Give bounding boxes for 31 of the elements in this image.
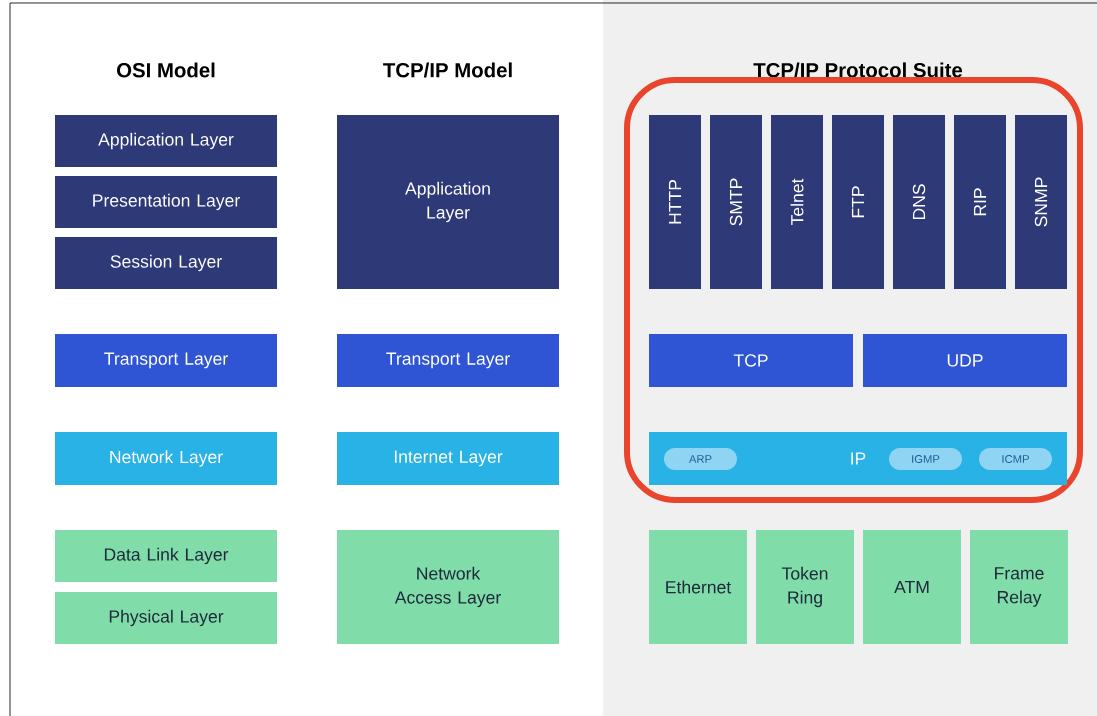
- protocol-box: SMTP: [710, 115, 762, 289]
- layer-box: Application Layer: [55, 115, 277, 167]
- protocol-box: HTTP: [649, 115, 701, 289]
- layer-box: Transport Layer: [55, 334, 277, 387]
- protocol-box: DNS: [893, 115, 945, 289]
- layer-box: Internet Layer: [337, 432, 559, 485]
- layer-box: Presentation Layer: [55, 176, 277, 228]
- layer-box: Frame Relay: [970, 530, 1068, 644]
- layer-box: Network Layer: [55, 432, 277, 485]
- highlight-outline: [624, 77, 1083, 503]
- protocol-box: Telnet: [771, 115, 823, 289]
- protocol-pill: IGMP: [889, 448, 962, 470]
- layer-box: Application Layer: [337, 115, 559, 289]
- protocol-pill: ARP: [664, 448, 737, 470]
- layer-box: Session Layer: [55, 237, 277, 289]
- layer-box: UDP: [863, 334, 1067, 387]
- layer-box: TCP: [649, 334, 853, 387]
- column-heading: TCP/IP Model: [383, 62, 512, 78]
- protocol-box: FTP: [832, 115, 884, 289]
- protocol-box: RIP: [954, 115, 1006, 289]
- protocol-pill: ICMP: [979, 448, 1052, 470]
- layer-box: Ethernet: [649, 530, 747, 644]
- layer-box: ATM: [863, 530, 961, 644]
- column-heading: TCP/IP Protocol Suite: [753, 62, 963, 78]
- layer-box: Data Link Layer: [55, 530, 277, 582]
- layer-box: Network Access Layer: [337, 530, 559, 644]
- layer-box: Physical Layer: [55, 592, 277, 644]
- layer-box: Transport Layer: [337, 334, 559, 387]
- protocol-box: SNMP: [1015, 115, 1067, 289]
- column-heading: OSI Model: [117, 62, 215, 78]
- layer-box: Token Ring: [756, 530, 854, 644]
